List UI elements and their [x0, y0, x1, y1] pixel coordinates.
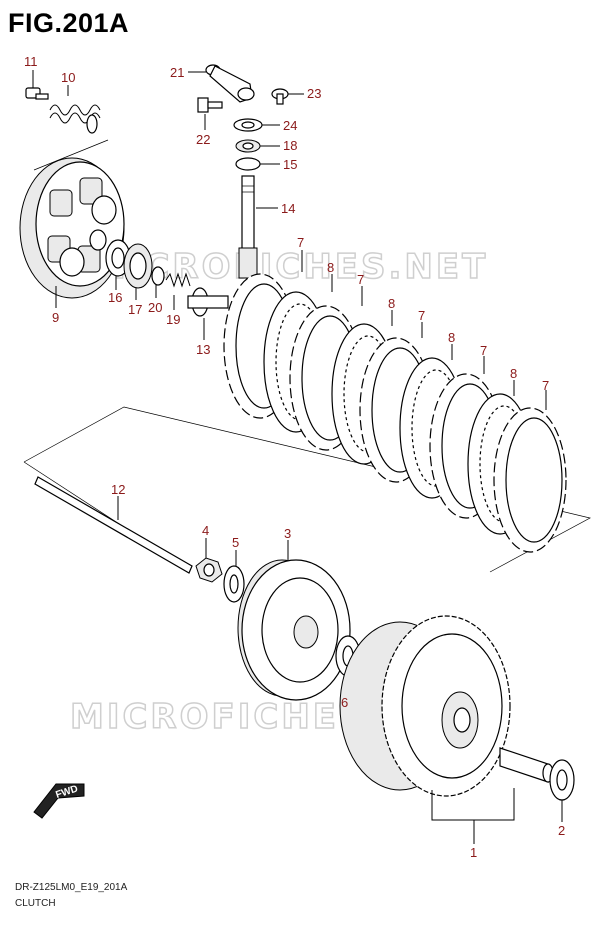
- part-5-washer: [223, 550, 245, 603]
- callout-22: 22: [196, 132, 210, 147]
- callout-20: 20: [148, 300, 162, 315]
- callout-1: 1: [470, 845, 477, 860]
- callout-10: 10: [61, 70, 75, 85]
- callout-12: 12: [111, 482, 125, 497]
- clutch-plate-stack: [223, 250, 567, 553]
- callout-7d: 7: [480, 343, 487, 358]
- callout-15: 15: [283, 157, 297, 172]
- part-11-bolt: [25, 70, 49, 100]
- figure-title: FIG.201A: [8, 8, 130, 38]
- callout-5: 5: [232, 535, 239, 550]
- callout-18: 18: [283, 138, 297, 153]
- callout-3: 3: [284, 526, 291, 541]
- part-17-bearing: [123, 243, 153, 300]
- part-14-release-shaft: [238, 175, 278, 279]
- part-19-spring: [165, 272, 191, 310]
- part-10-spring: [49, 85, 101, 134]
- part-3-sleeve-hub: [237, 540, 351, 701]
- fwd-direction-arrow: FWD: [33, 783, 85, 819]
- part-4-nut: [195, 538, 223, 583]
- callout-14: 14: [281, 201, 295, 216]
- callout-6: 6: [341, 695, 348, 710]
- part-2-thrust-washer: [549, 759, 575, 822]
- callout-19: 19: [166, 312, 180, 327]
- callout-24: 24: [283, 118, 297, 133]
- part-9-pressure-plate: [19, 157, 125, 308]
- callout-8d: 8: [510, 366, 517, 381]
- callout-7c: 7: [418, 308, 425, 323]
- callout-labels: 11 10 21 23 22 24 18 15 14 7 8 7 8 7 8 7…: [24, 54, 565, 860]
- part-20-washer: [151, 266, 165, 298]
- callout-7b: 7: [357, 272, 364, 287]
- callout-13: 13: [196, 342, 210, 357]
- model-code: DR-Z125LM0_E19_201A: [15, 882, 128, 893]
- part-24-washer: [233, 118, 280, 132]
- part-23-screw: [271, 88, 304, 105]
- part-12-push-rod: [34, 476, 193, 574]
- part-13-push-piece: [187, 287, 229, 340]
- callout-17: 17: [128, 302, 142, 317]
- callout-23: 23: [307, 86, 321, 101]
- callout-16: 16: [108, 290, 122, 305]
- part-22-bolt: [197, 97, 223, 130]
- part-18-oil-seal: [235, 139, 280, 153]
- callout-8a: 8: [327, 260, 334, 275]
- callout-7e: 7: [542, 378, 549, 393]
- part-21-release-arm: [188, 64, 255, 103]
- callout-4: 4: [202, 523, 209, 538]
- section-name: CLUTCH: [15, 898, 56, 909]
- part-15-washer: [235, 157, 280, 171]
- callout-8b: 8: [388, 296, 395, 311]
- callout-11: 11: [24, 54, 38, 69]
- callout-9: 9: [52, 310, 59, 325]
- part-7-drive-plate-5: [493, 407, 567, 553]
- part-1-clutch-housing: [339, 615, 554, 844]
- callout-7a: 7: [297, 235, 304, 250]
- callout-8c: 8: [448, 330, 455, 345]
- callout-21: 21: [170, 65, 184, 80]
- callout-2: 2: [558, 823, 565, 838]
